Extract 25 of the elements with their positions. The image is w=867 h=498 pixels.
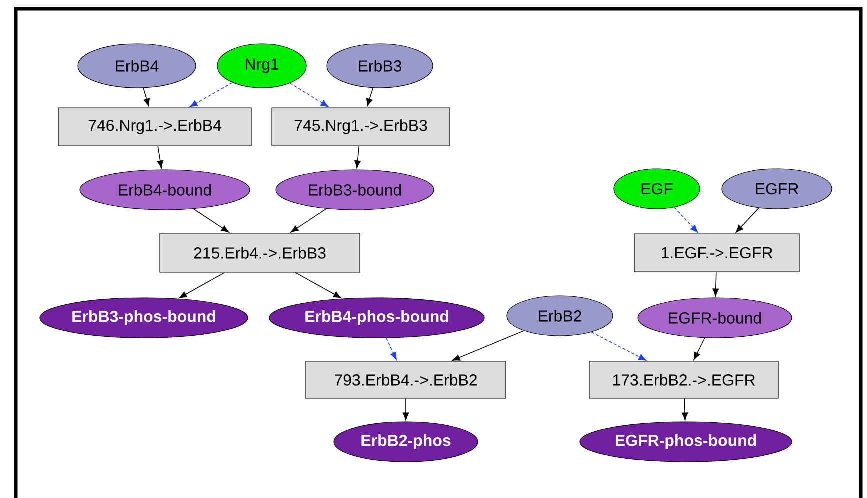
arrow (736, 208, 760, 233)
arrow (452, 330, 524, 361)
reaction-box: 745.Nrg1.->.ErbB3 (272, 108, 450, 146)
arrow (193, 208, 230, 233)
dashed-arrow (386, 338, 397, 360)
dashed-arrow (290, 82, 329, 108)
dashed-arrow (190, 82, 233, 108)
arrow (712, 272, 720, 297)
arrow (354, 146, 361, 169)
arrow (682, 398, 688, 421)
reaction-box: 215.Erb4.->.ErbB3 (160, 233, 360, 273)
reaction-box: 746.Nrg1.->.ErbB4 (58, 108, 252, 146)
reaction-box: 793.ErbB4.->.ErbB2 (306, 361, 506, 399)
arrow (694, 338, 706, 360)
dashed-arrow (591, 332, 647, 361)
reaction-box: 173.ErbB2.->.EGFR (589, 361, 779, 399)
arrow (295, 272, 342, 298)
arrow (179, 272, 226, 298)
arrow (366, 88, 374, 107)
arrow (143, 88, 150, 107)
reaction-box: 1.EGF.->.EGFR (634, 234, 800, 272)
dashed-arrow (674, 207, 698, 233)
arrow (157, 146, 164, 169)
arrow (402, 398, 410, 420)
arrow (290, 208, 327, 233)
